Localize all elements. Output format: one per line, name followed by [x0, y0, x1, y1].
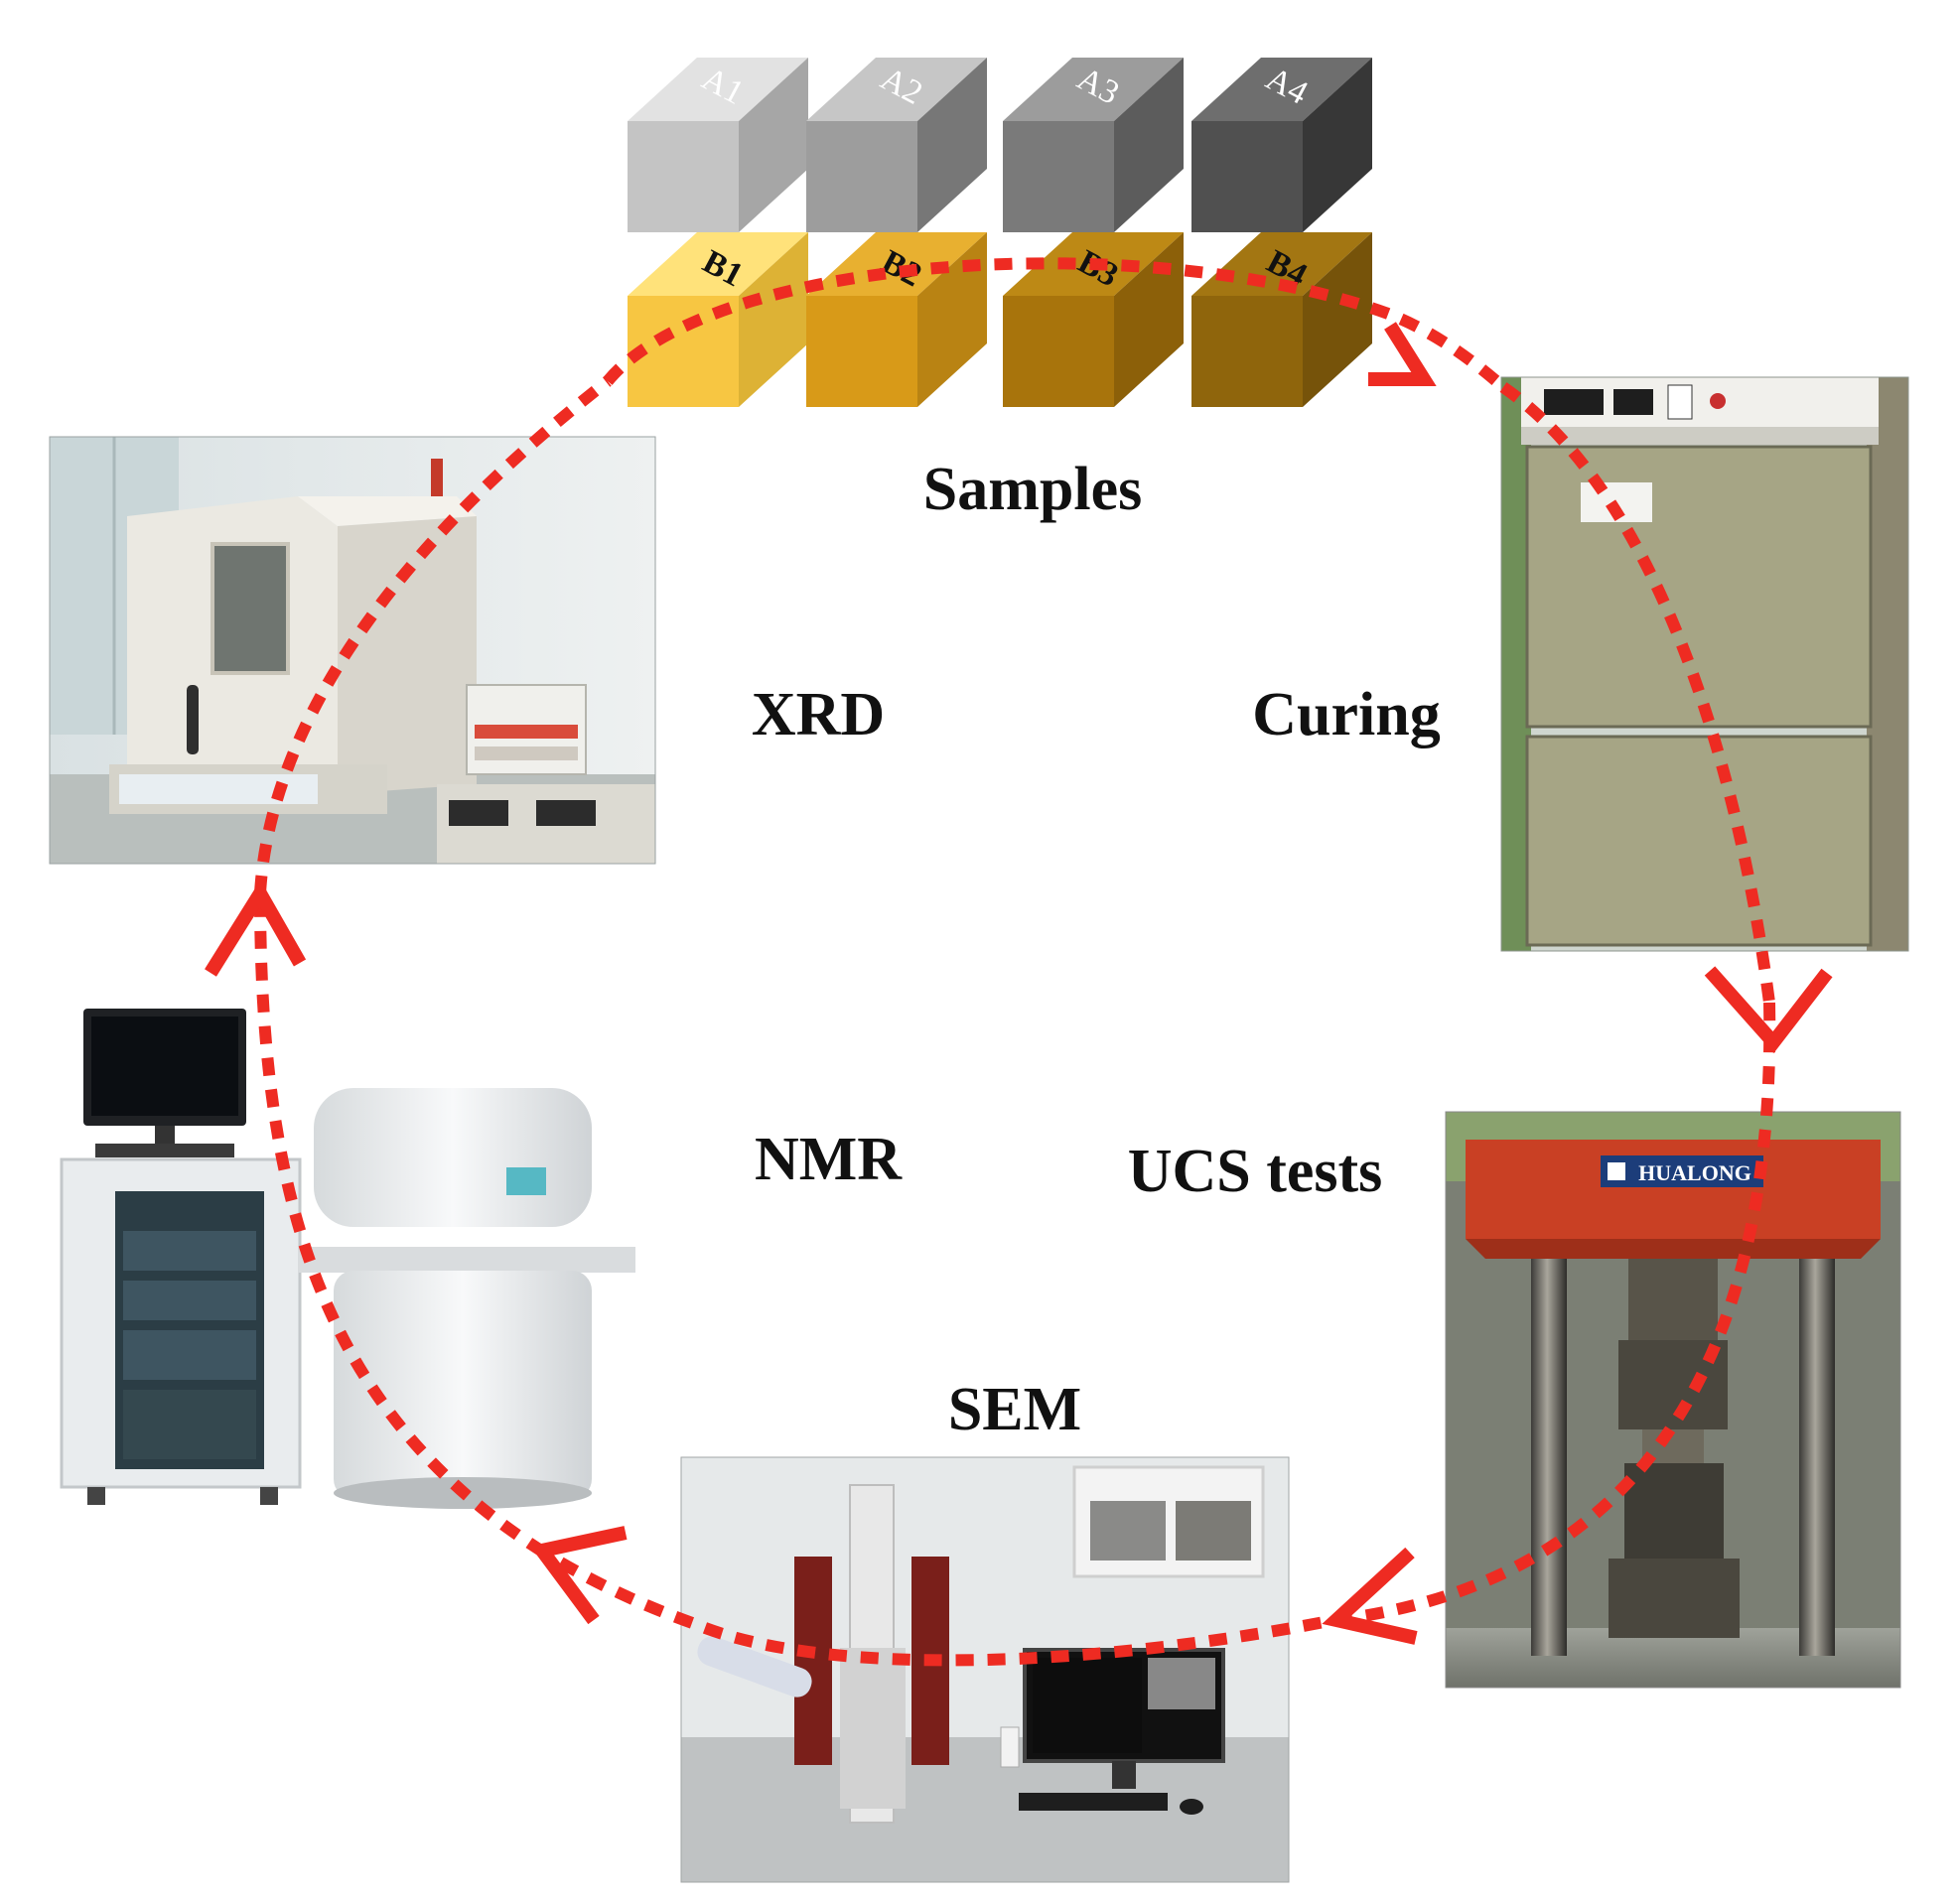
arrowhead-to-ucs [1704, 966, 1833, 1053]
label-sem: SEM [948, 1376, 1081, 1443]
curing-photo [1500, 376, 1909, 952]
nmr-photo [60, 1009, 635, 1509]
arrowhead-to-xrd [205, 880, 307, 977]
sample-cube-a2: A2 [806, 58, 987, 232]
arrowhead-to-curing [1368, 322, 1437, 386]
flow-path-ucs-to-sem [540, 1002, 1776, 1667]
sample-cube-b4: B4 [1191, 232, 1372, 407]
sample-cube-a4: A4 [1191, 58, 1372, 232]
arrowhead-to-sem [1322, 1547, 1418, 1645]
label-ucs-tests: UCS tests [1128, 1138, 1383, 1205]
ucs-photo: HUALONG [1445, 1111, 1901, 1689]
sample-cubes: A1 A2 A3 A4 B1 [628, 58, 1372, 407]
sample-cube-b1: B1 [628, 232, 808, 407]
label-samples: Samples [923, 456, 1142, 523]
flow-path-nmr-to-xrd [254, 376, 612, 894]
sample-cube-b2: B2 [806, 232, 987, 407]
flow-cycle [205, 257, 1833, 1667]
flow-path-sem-to-nmr [254, 892, 548, 1559]
sample-cube-a1: A1 [628, 58, 808, 232]
flow-path-curing-to-ucs [1499, 382, 1775, 1004]
flow-path-samples-to-curing [603, 257, 1507, 392]
label-curing: Curing [1252, 681, 1440, 748]
sem-photo [680, 1456, 1290, 1883]
stage-labels: Samples XRD Curing NMR UCS tests SEM [752, 456, 1441, 1443]
machine-brand-label: HUALONG [1638, 1160, 1751, 1185]
label-xrd: XRD [752, 681, 885, 748]
label-nmr: NMR [755, 1126, 903, 1193]
sample-cube-a3: A3 [1003, 58, 1184, 232]
arrowhead-to-nmr [529, 1526, 628, 1625]
